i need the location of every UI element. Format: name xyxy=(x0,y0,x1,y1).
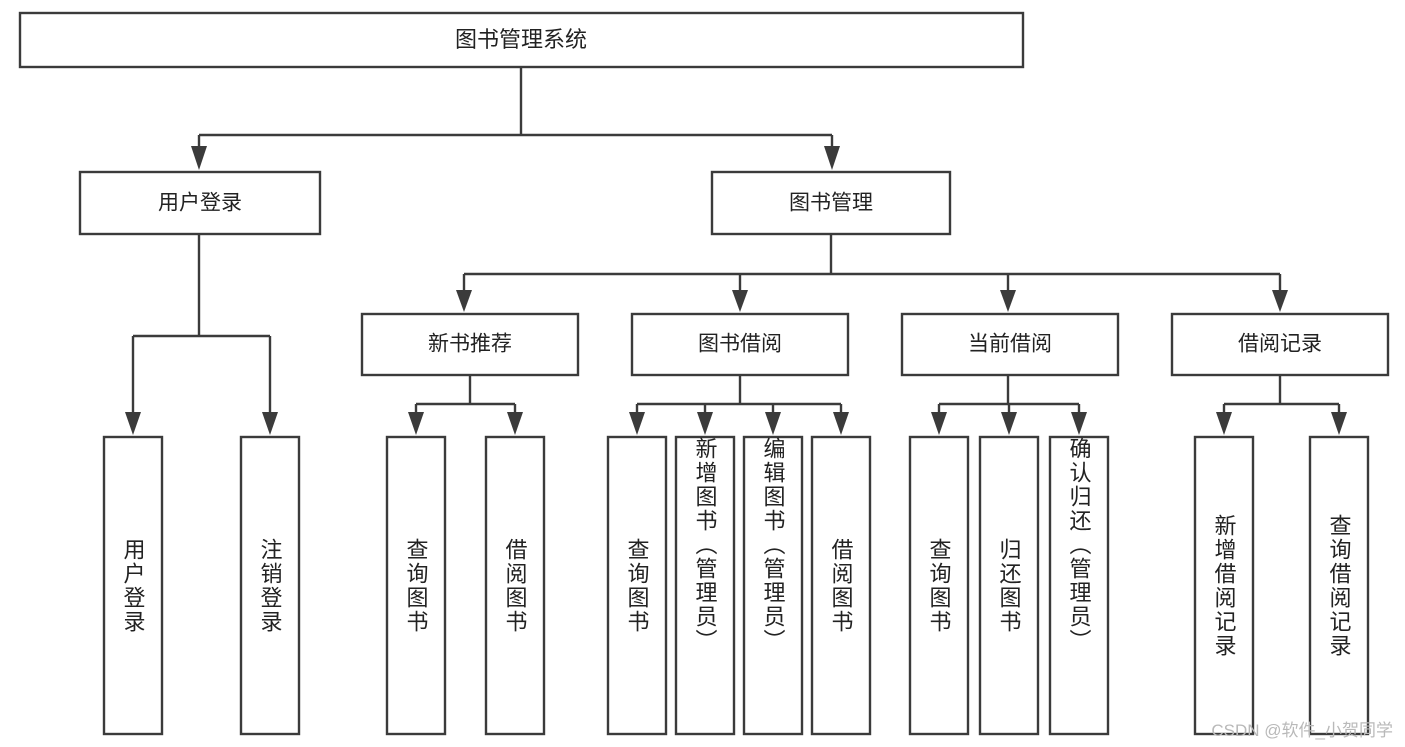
connector-group-root xyxy=(191,67,840,170)
leaf-logout-login-box[interactable] xyxy=(239,435,301,736)
leaf-query-book-recommend-box[interactable] xyxy=(385,435,447,736)
arrow-head-user-login xyxy=(191,146,207,170)
leaf-add-book-admin-box[interactable] xyxy=(674,435,736,736)
connector-group-user-login xyxy=(125,234,278,435)
arrow-head-leaf-confirm-return-admin xyxy=(1071,412,1087,435)
node-new-book-recommend-box[interactable] xyxy=(360,312,580,377)
arrow-head-current-borrow xyxy=(1000,290,1016,312)
leaf-boxes-group xyxy=(102,435,1370,736)
node-book-management-label: 图书管理 xyxy=(789,192,873,215)
node-book-borrow-box[interactable] xyxy=(630,312,850,377)
node-user-login[interactable]: 用户登录 xyxy=(78,170,322,236)
watermark-text: CSDN @软件_小贺同学 xyxy=(1211,721,1393,740)
leaf-return-book-box[interactable] xyxy=(978,435,1040,736)
arrow-head-book-management xyxy=(824,146,840,170)
node-book-management[interactable]: 图书管理 xyxy=(710,170,952,236)
leaf-user-login-box[interactable] xyxy=(102,435,164,736)
node-current-borrow-box[interactable] xyxy=(900,312,1120,377)
arrow-head-leaf-query-book-current xyxy=(931,412,947,435)
connector-group-book-management xyxy=(456,234,1288,312)
node-book-borrow[interactable]: 图书借阅 xyxy=(630,312,850,377)
connector-group-current-borrow xyxy=(931,375,1087,435)
arrow-head-leaf-add-borrow-record xyxy=(1216,412,1232,435)
leaf-borrow-book-box[interactable] xyxy=(810,435,872,736)
leaf-borrow-book-recommend-box[interactable] xyxy=(484,435,546,736)
node-borrow-record[interactable]: 借阅记录 xyxy=(1170,312,1390,377)
node-book-management-box[interactable] xyxy=(710,170,952,236)
arrow-head-leaf-edit-book-admin xyxy=(765,412,781,435)
arrow-head-leaf-query-borrow-record xyxy=(1331,412,1347,435)
arrow-head-leaf-return-book xyxy=(1001,412,1017,435)
connector-group-new-book-recommend xyxy=(408,375,523,435)
arrow-head-leaf-borrow-book-recommend xyxy=(507,412,523,435)
node-root-box[interactable] xyxy=(18,11,1025,69)
node-book-borrow-label: 图书借阅 xyxy=(698,333,782,356)
arrow-head-leaf-add-book-admin xyxy=(697,412,713,435)
arrow-head-leaf-logout-login xyxy=(262,412,278,435)
arrow-head-leaf-borrow-book xyxy=(833,412,849,435)
leaf-add-borrow-record-box[interactable] xyxy=(1193,435,1255,736)
arrow-head-borrow-record xyxy=(1272,290,1288,312)
node-root[interactable]: 图书管理系统 xyxy=(18,11,1025,69)
node-root-label: 图书管理系统 xyxy=(455,27,587,52)
arrow-head-leaf-query-book-borrow xyxy=(629,412,645,435)
node-new-book-recommend[interactable]: 新书推荐 xyxy=(360,312,580,377)
leaf-confirm-return-admin-box[interactable] xyxy=(1048,435,1110,736)
arrow-head-new-book-recommend xyxy=(456,290,472,312)
node-user-login-label: 用户登录 xyxy=(158,192,242,215)
leaf-edit-book-admin-box[interactable] xyxy=(742,435,804,736)
node-borrow-record-box[interactable] xyxy=(1170,312,1390,377)
connector-group-book-borrow xyxy=(629,375,849,435)
leaf-query-book-current-box[interactable] xyxy=(908,435,970,736)
arrow-head-leaf-user-login xyxy=(125,412,141,435)
node-current-borrow[interactable]: 当前借阅 xyxy=(900,312,1120,377)
node-current-borrow-label: 当前借阅 xyxy=(968,333,1052,356)
leaf-query-book-borrow-box[interactable] xyxy=(606,435,668,736)
leaf-query-borrow-record-box[interactable] xyxy=(1308,435,1370,736)
arrow-head-book-borrow xyxy=(732,290,748,312)
arrow-head-leaf-query-book-recommend xyxy=(408,412,424,435)
node-new-book-recommend-label: 新书推荐 xyxy=(428,333,512,356)
connector-group-borrow-record xyxy=(1216,375,1347,435)
node-borrow-record-label: 借阅记录 xyxy=(1238,333,1322,356)
node-user-login-box[interactable] xyxy=(78,170,322,236)
